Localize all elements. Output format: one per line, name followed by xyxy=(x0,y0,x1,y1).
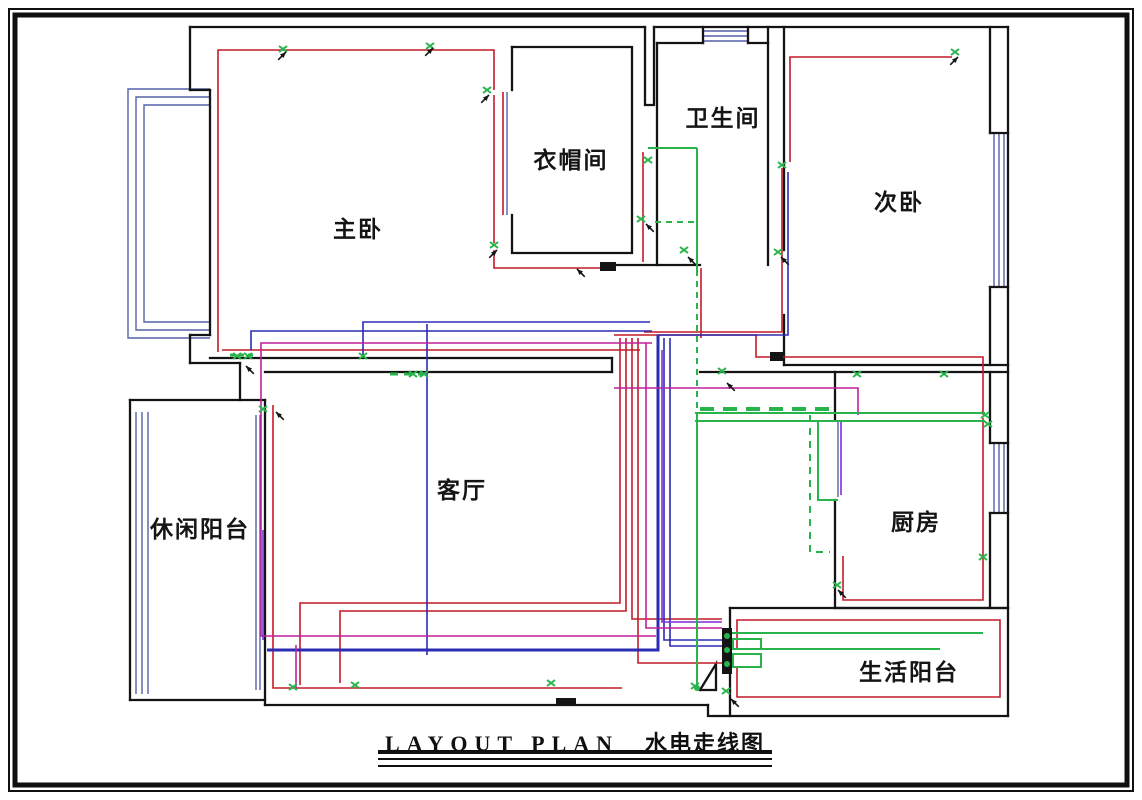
room-label-cloakroom: 衣帽间 xyxy=(533,148,609,174)
outlet-mark-icon xyxy=(546,679,556,687)
outlet-mark-icon xyxy=(636,215,646,223)
wire-purple xyxy=(661,350,722,623)
wire-red xyxy=(299,338,621,685)
device-arrow-icon xyxy=(424,47,434,57)
outlet-mark-icon xyxy=(258,405,268,413)
window-line xyxy=(127,88,210,339)
junction-box xyxy=(770,352,783,361)
device-arrow-icon xyxy=(780,256,790,266)
device-arrow-icon xyxy=(277,51,287,61)
device-arrow-icon xyxy=(687,256,697,266)
wire-red xyxy=(339,338,627,683)
window-line xyxy=(135,96,210,331)
device-arrow-icon xyxy=(726,382,736,392)
device-arrow-icon xyxy=(837,589,847,599)
wire-magenta xyxy=(260,342,656,637)
device-arrow-icon xyxy=(245,365,255,375)
outlet-mark-icon xyxy=(939,370,949,378)
outlet-mark-icon xyxy=(980,411,990,419)
junction-box xyxy=(600,262,616,271)
room-label-kitchen: 厨房 xyxy=(891,510,941,536)
device-arrow-icon xyxy=(949,56,959,66)
outlet-mark-icon xyxy=(643,156,653,164)
device-arrow-icon xyxy=(488,249,498,259)
outlet-mark-icon xyxy=(482,86,492,94)
page-border-outer xyxy=(8,8,1134,792)
wire-red xyxy=(736,619,1001,698)
wire-green xyxy=(809,415,830,553)
outlet-mark-icon xyxy=(852,370,862,378)
wire-red xyxy=(217,49,495,352)
outlet-mark-icon xyxy=(408,370,418,378)
device-arrow-icon xyxy=(645,223,655,233)
room-label-master-bedroom: 主卧 xyxy=(333,217,383,243)
wire-blue xyxy=(362,321,650,355)
room-label-second-bedroom: 次卧 xyxy=(874,190,924,216)
pipe-joint-dot xyxy=(724,661,730,667)
room-label-leisure-balcony: 休闲阳台 xyxy=(150,517,250,543)
outlet-mark-icon xyxy=(773,248,783,256)
outlet-mark-icon xyxy=(832,581,842,589)
outlet-mark-icon xyxy=(721,687,731,695)
wire-red xyxy=(637,338,722,664)
wire-red xyxy=(644,168,783,333)
device-arrow-icon xyxy=(576,268,586,278)
page-border-inner xyxy=(12,12,1130,788)
outlet-mark-icon xyxy=(983,420,993,428)
device-arrow-icon xyxy=(275,411,285,421)
title-underline-thin xyxy=(378,765,772,767)
wire-blue xyxy=(267,335,660,652)
pipe-joint-dot xyxy=(724,633,730,639)
wire-blue xyxy=(669,338,722,647)
wire-red xyxy=(272,405,622,689)
room-label-living-room: 客厅 xyxy=(437,478,487,504)
outlet-mark-icon xyxy=(690,682,700,690)
device-arrow-icon xyxy=(730,698,740,708)
pipe-terminal-box xyxy=(732,638,762,650)
outlet-mark-icon xyxy=(288,683,298,691)
wire-blue xyxy=(658,172,789,336)
outlet-mark-icon xyxy=(350,681,360,689)
wire-green xyxy=(817,421,838,501)
room-label-bathroom: 卫生间 xyxy=(685,106,761,132)
outlet-mark-icon xyxy=(232,352,242,360)
outlet-mark-icon xyxy=(777,161,787,169)
junction-box xyxy=(556,698,576,705)
pipe-terminal-box xyxy=(732,653,762,668)
outlet-mark-icon xyxy=(978,553,988,561)
device-arrow-icon xyxy=(480,94,490,104)
wire-blue xyxy=(250,330,652,350)
wire-red xyxy=(631,338,722,620)
wire-blue xyxy=(663,338,722,641)
wall xyxy=(510,45,634,255)
pipe-joint-dot xyxy=(724,647,730,653)
wire-red xyxy=(789,56,952,162)
outlet-mark-icon xyxy=(950,48,960,56)
outlet-mark-icon xyxy=(679,246,689,254)
outlet-mark-icon xyxy=(717,367,727,375)
title-underline-mid xyxy=(378,758,772,760)
outlet-mark-icon xyxy=(358,352,368,360)
outlet-mark-icon xyxy=(278,45,288,53)
wall xyxy=(643,25,656,107)
wire-red xyxy=(493,250,604,269)
outlet-mark-icon xyxy=(243,352,253,360)
wall xyxy=(698,659,718,692)
wall xyxy=(706,703,1010,718)
window-line xyxy=(143,104,210,323)
outlet-mark-icon xyxy=(489,241,499,249)
wire-magenta xyxy=(614,387,859,415)
room-label-utility-balcony: 生活阳台 xyxy=(859,660,959,686)
outlet-mark-icon xyxy=(419,370,429,378)
title-underline-thick xyxy=(378,750,772,754)
wire-red xyxy=(842,418,984,601)
